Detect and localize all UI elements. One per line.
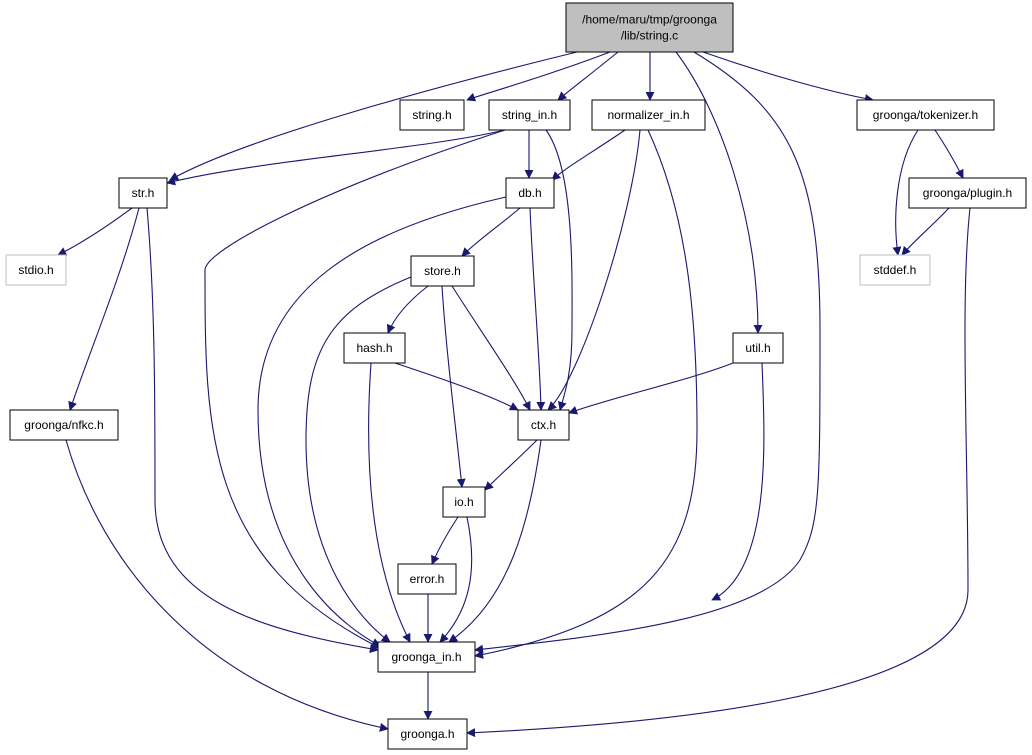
node-box xyxy=(859,254,931,286)
edge-util-h-to-groonga-in-h xyxy=(711,362,765,601)
node-label: groonga.h xyxy=(400,727,454,741)
edge-root-to-tokenizer-h xyxy=(702,51,874,103)
node-label: str.h xyxy=(132,186,155,200)
edge-root-to-string-in-h xyxy=(557,51,619,101)
node-label: db.h xyxy=(518,186,541,200)
node-label: hash.h xyxy=(356,341,392,355)
node-box xyxy=(410,255,475,287)
edge-store-h-to-hash-h xyxy=(386,285,429,334)
node-box xyxy=(343,332,406,364)
edge-normalizer-in-h-to-ctx-h xyxy=(547,129,641,411)
edge-hash-h-to-ctx-h xyxy=(394,362,519,411)
edge-io-h-to-error-h xyxy=(431,516,459,565)
edge-hash-h-to-groonga-in-h xyxy=(368,362,411,643)
edge-string-in-h-to-ctx-h xyxy=(545,129,573,411)
edge-string-in-h-to-str-h xyxy=(166,129,506,186)
edge-tokenizer-h-to-stddef-h xyxy=(892,129,919,256)
node-normalizer-in-h[interactable]: normalizer_in.h xyxy=(591,99,706,131)
edge-str-h-to-stdio-h xyxy=(57,207,133,256)
node-label: normalizer_in.h xyxy=(607,108,689,122)
edge-db-h-to-store-h xyxy=(461,207,521,257)
node-root[interactable]: /home/maru/tmp/groonga/lib/string.c xyxy=(565,2,734,53)
node-stdio-h: stdio.h xyxy=(5,254,67,286)
node-ctx-h[interactable]: ctx.h xyxy=(517,409,570,441)
edge-string-in-h-to-groonga-in-h xyxy=(204,129,506,649)
edge-ctx-h-to-groonga-in-h xyxy=(448,439,542,643)
edge-store-h-to-ctx-h xyxy=(451,285,531,411)
edge-db-h-to-groonga-in-h xyxy=(257,196,507,647)
edge-io-h-to-groonga-in-h xyxy=(439,516,473,643)
edge-store-h-to-io-h xyxy=(441,285,466,488)
node-box xyxy=(591,99,706,131)
node-str-h[interactable]: str.h xyxy=(118,177,168,209)
edge-db-h-to-ctx-h xyxy=(529,207,546,411)
node-label: groonga_in.h xyxy=(391,650,461,664)
edge-nfkc-h-to-groonga-h xyxy=(65,439,389,732)
node-box xyxy=(505,177,555,209)
node-stddef-h: stddef.h xyxy=(859,254,931,286)
edge-str-h-to-nfkc-h xyxy=(68,207,140,411)
node-groonga-in-h[interactable]: groonga_in.h xyxy=(377,641,476,673)
edge-util-h-to-ctx-h xyxy=(568,362,734,415)
edge-store-h-to-groonga-in-h xyxy=(305,276,412,643)
node-label: groonga/tokenizer.h xyxy=(873,108,978,122)
edges-layer xyxy=(57,51,971,738)
node-string-in-h[interactable]: string_in.h xyxy=(488,99,571,131)
node-label: io.h xyxy=(454,495,473,509)
node-string-h[interactable]: string.h xyxy=(399,99,465,131)
node-box xyxy=(399,99,465,131)
node-tokenizer-h[interactable]: groonga/tokenizer.h xyxy=(856,99,995,131)
node-store-h[interactable]: store.h xyxy=(410,255,475,287)
edge-normalizer-in-h-to-db-h xyxy=(551,129,626,181)
nodes-layer: /home/maru/tmp/groonga/lib/string.c strin… xyxy=(5,2,1027,750)
node-box xyxy=(908,177,1027,209)
node-box xyxy=(9,409,119,441)
node-box xyxy=(565,2,734,53)
node-io-h[interactable]: io.h xyxy=(442,486,486,518)
edge-str-h-to-groonga-in-h xyxy=(146,207,379,654)
edge-root-to-util-h xyxy=(675,51,763,334)
node-label: /home/maru/tmp/groonga xyxy=(582,13,717,27)
edge-root-to-str-h xyxy=(169,51,578,181)
node-db-h[interactable]: db.h xyxy=(505,177,555,209)
node-label: groonga/nfkc.h xyxy=(24,418,103,432)
node-label: stdio.h xyxy=(18,263,53,277)
node-label: groonga/plugin.h xyxy=(923,186,1012,200)
node-label: util.h xyxy=(745,341,770,355)
node-label: error.h xyxy=(410,572,445,586)
node-box xyxy=(517,409,570,441)
node-plugin-h[interactable]: groonga/plugin.h xyxy=(908,177,1027,209)
node-box xyxy=(442,486,486,518)
node-error-h[interactable]: error.h xyxy=(397,563,457,595)
node-nfkc-h[interactable]: groonga/nfkc.h xyxy=(9,409,119,441)
node-box xyxy=(488,99,571,131)
node-label: ctx.h xyxy=(531,418,556,432)
node-util-h[interactable]: util.h xyxy=(732,332,784,364)
node-box xyxy=(377,641,476,673)
node-box xyxy=(5,254,67,286)
node-label: /lib/string.c xyxy=(621,29,678,43)
node-groonga-h[interactable]: groonga.h xyxy=(387,718,468,750)
node-label: string_in.h xyxy=(502,108,557,122)
edge-normalizer-in-h-to-groonga-in-h xyxy=(474,129,698,659)
edge-root-to-groonga-in-h xyxy=(474,51,821,654)
node-box xyxy=(732,332,784,364)
edge-root-to-string-h xyxy=(466,51,611,102)
edge-tokenizer-h-to-plugin-h xyxy=(934,129,964,179)
node-hash-h[interactable]: hash.h xyxy=(343,332,406,364)
node-box xyxy=(118,177,168,209)
node-box xyxy=(397,563,457,595)
edge-plugin-h-to-stddef-h xyxy=(901,207,950,256)
node-label: store.h xyxy=(424,264,461,278)
node-box xyxy=(387,718,468,750)
edge-plugin-h-to-groonga-h xyxy=(466,207,971,738)
node-label: stddef.h xyxy=(874,263,917,277)
node-box xyxy=(856,99,995,131)
edge-ctx-h-to-io-h xyxy=(484,439,538,491)
node-label: string.h xyxy=(412,108,451,122)
